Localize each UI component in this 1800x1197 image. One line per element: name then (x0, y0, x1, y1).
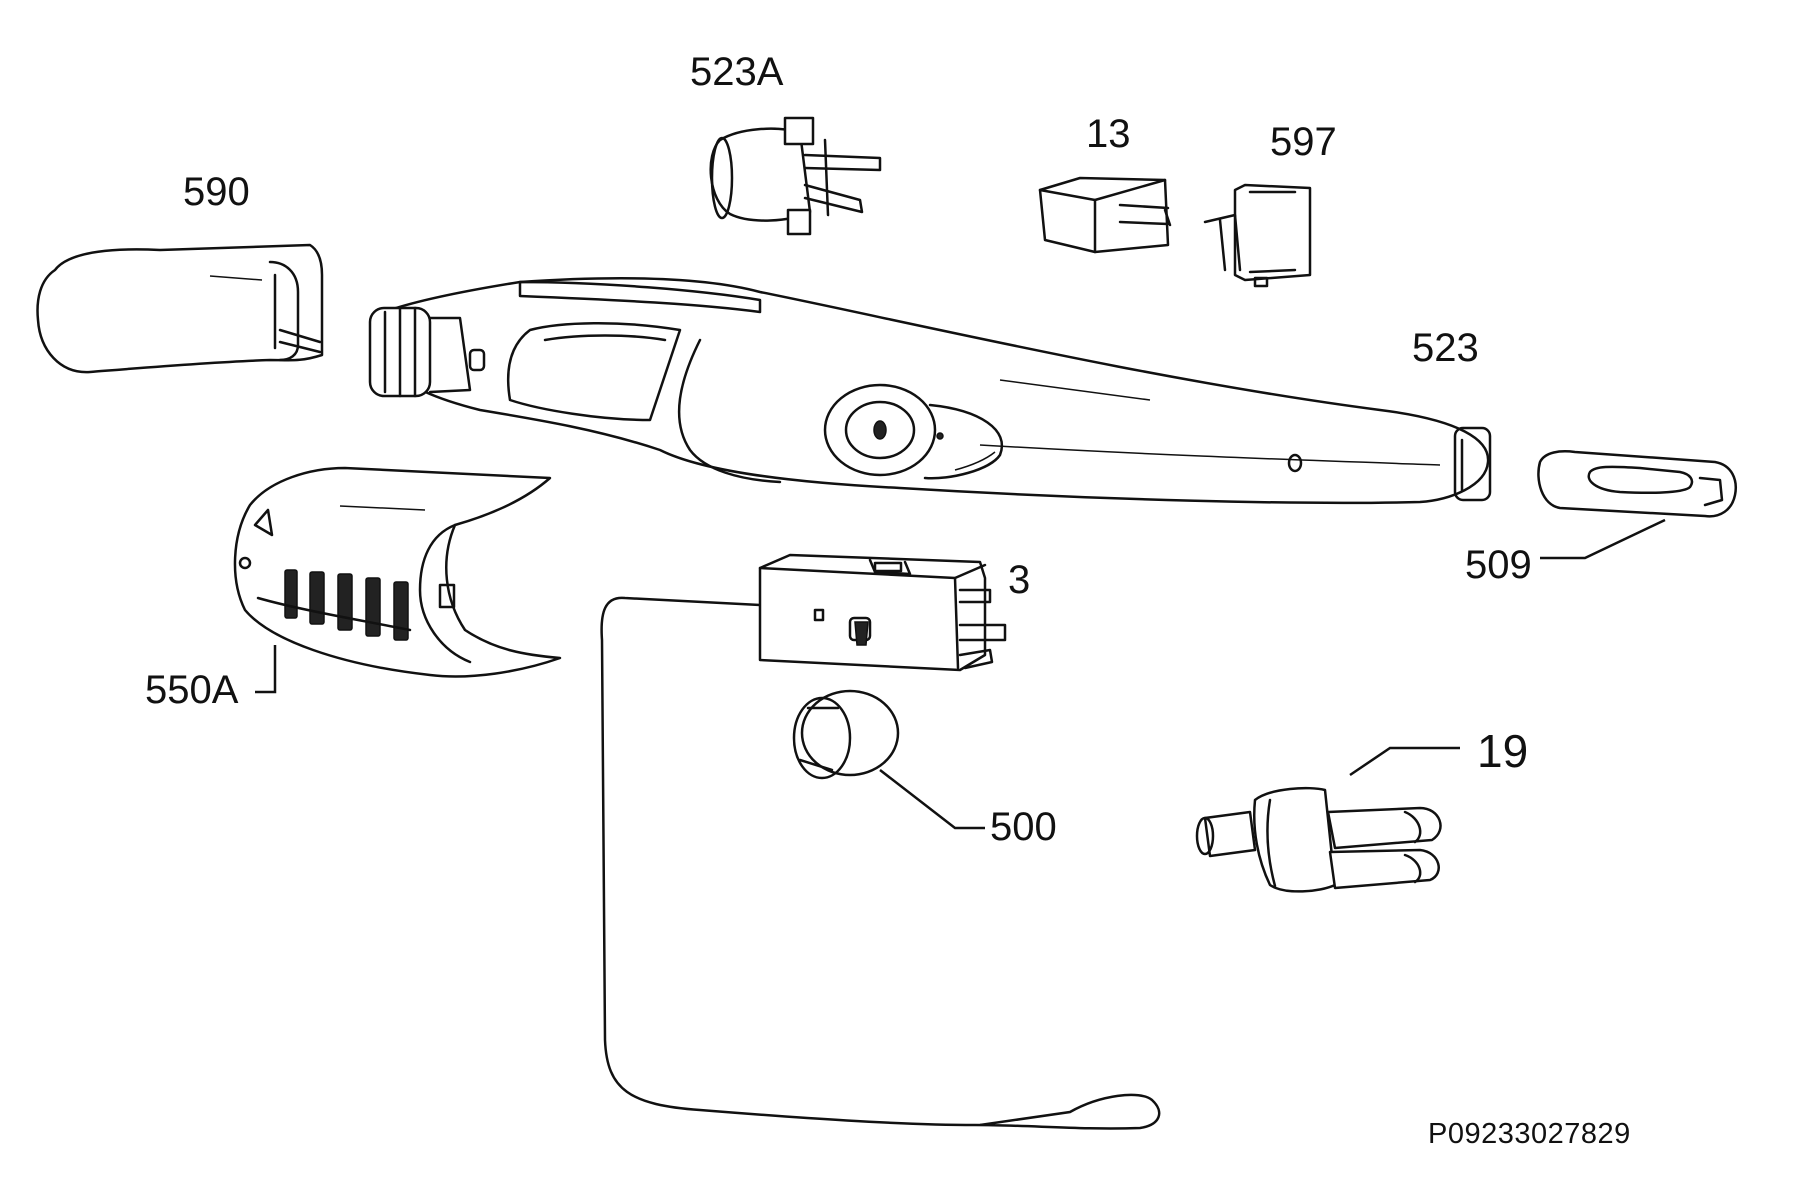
label-509: 509 (1465, 543, 1532, 587)
drawing-reference-number: P09233027829 (1428, 1118, 1631, 1150)
leader-509 (1540, 518, 1666, 560)
part-500-ring (792, 689, 900, 780)
part-523A-connector (709, 116, 882, 236)
label-13: 13 (1086, 112, 1131, 156)
label-590: 590 (183, 170, 250, 214)
label-523A: 523A (690, 50, 784, 94)
label-19: 19 (1477, 725, 1529, 777)
part-550A-vented-cover (233, 466, 562, 678)
part-13-switch (1038, 176, 1172, 254)
label-3: 3 (1008, 558, 1031, 602)
part-509-clip (1537, 450, 1737, 518)
part-597-bracket (1203, 183, 1312, 288)
part-590-end-cap (36, 243, 324, 374)
part-19-lamp (1195, 786, 1442, 893)
label-500: 500 (990, 805, 1057, 849)
label-523: 523 (1412, 326, 1479, 370)
leader-550A (255, 645, 277, 694)
leader-19 (1349, 746, 1460, 777)
label-550A: 550A (145, 668, 239, 712)
label-597: 597 (1270, 120, 1337, 164)
leader-500 (879, 769, 985, 830)
part-523-housing (368, 277, 1492, 505)
part-3-thermostat (600, 553, 1161, 1130)
